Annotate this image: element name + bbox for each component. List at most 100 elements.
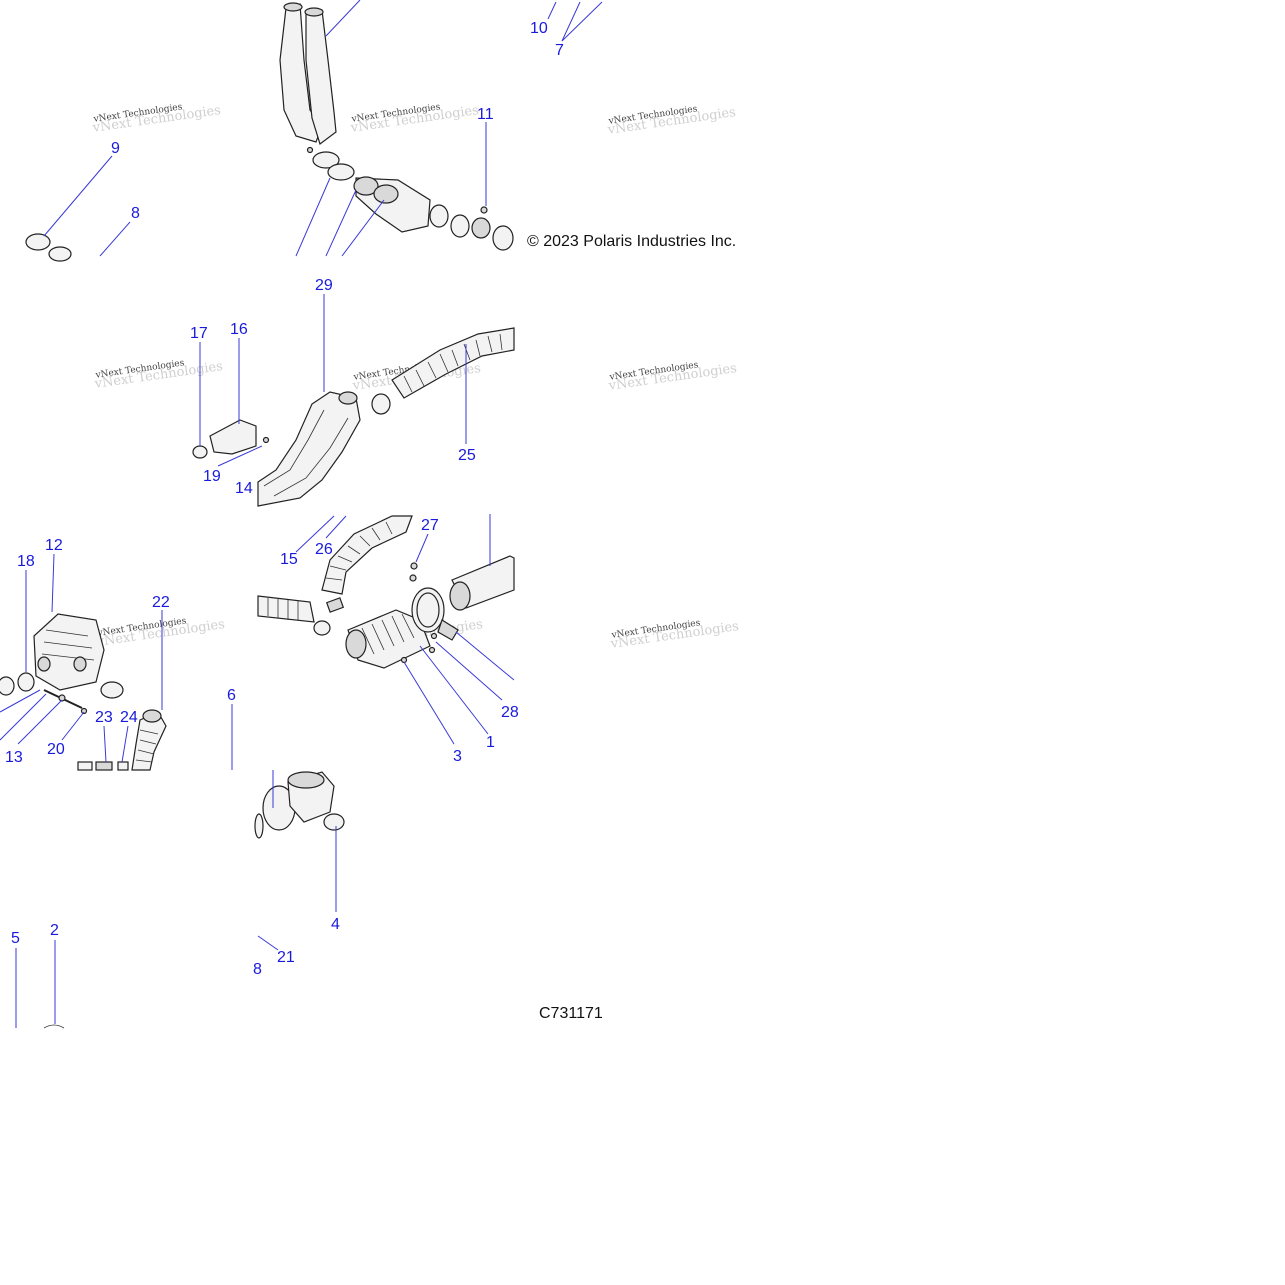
elbow-port xyxy=(492,225,514,251)
hose-opening xyxy=(142,709,162,723)
clamp-ring xyxy=(100,681,124,699)
clamp-ring xyxy=(327,163,355,181)
hose-ribs xyxy=(135,729,159,763)
spacer xyxy=(95,761,113,771)
ribbed-hose-26 xyxy=(257,515,413,636)
callout-7: 7 xyxy=(555,42,564,59)
clamp-pair-top-left xyxy=(25,233,72,262)
fastener-set-23-24 xyxy=(43,689,129,771)
duct-contour xyxy=(273,417,349,497)
callout-19: 19 xyxy=(203,468,221,485)
clamp-set-middle xyxy=(306,146,355,181)
callout-5: 5 xyxy=(11,930,20,947)
duct-opening xyxy=(283,2,303,12)
leader-line xyxy=(103,725,107,763)
canister-end xyxy=(449,581,471,611)
callout-3: 3 xyxy=(453,748,462,765)
callout-11: 11 xyxy=(477,106,494,123)
callout-16: 16 xyxy=(230,321,248,338)
intake-boot-angled xyxy=(353,176,431,233)
outlet-rim xyxy=(287,771,325,789)
callout-18: 18 xyxy=(17,553,35,570)
spacer xyxy=(117,761,129,771)
part-outline xyxy=(43,1024,65,1029)
callout-numbers: 10 7 9 8 11 29 17 16 19 14 25 27 15 26 1… xyxy=(5,20,564,978)
callout-21: 21 xyxy=(277,949,295,966)
leader-line xyxy=(43,155,113,237)
duct-opening xyxy=(304,7,324,17)
leader-line xyxy=(435,641,503,701)
clamp-ring xyxy=(312,151,340,169)
callout-26: 26 xyxy=(315,541,333,558)
callout-9: 9 xyxy=(111,140,120,157)
leader-line xyxy=(17,699,63,745)
hose-body xyxy=(391,327,515,399)
hose-lower xyxy=(257,595,315,623)
intake-duct-vertical xyxy=(279,2,337,145)
leader-line xyxy=(419,645,489,735)
leader-line xyxy=(325,515,347,539)
leader-line xyxy=(295,177,331,257)
air-box-12 xyxy=(0,613,124,699)
leader-line xyxy=(51,553,55,613)
nut xyxy=(80,707,88,715)
callout-12: 12 xyxy=(45,537,63,554)
leader-line xyxy=(325,0,361,37)
air-filter-3 xyxy=(345,609,431,669)
callout-8: 8 xyxy=(131,205,140,222)
filter-housing-28 xyxy=(409,562,459,654)
leader-line xyxy=(561,1,581,42)
duct-body xyxy=(257,391,361,507)
air-box-ribs xyxy=(41,629,95,661)
clamp-ring xyxy=(371,393,391,415)
copyright-notice: © 2023 Polaris Industries Inc. xyxy=(527,233,737,250)
washer xyxy=(58,694,66,702)
coupler xyxy=(325,597,345,613)
leader-line xyxy=(99,221,131,257)
screw xyxy=(409,574,417,582)
duct-body-right xyxy=(305,9,337,145)
callout-29: 29 xyxy=(315,277,333,294)
filter-canister xyxy=(449,555,515,611)
leader-line xyxy=(341,199,385,257)
clamp-ring xyxy=(48,246,72,262)
callout-20: 20 xyxy=(47,741,65,758)
bracket xyxy=(437,619,459,641)
callout-23: 23 xyxy=(95,709,113,726)
boot-port xyxy=(373,184,399,204)
screw xyxy=(400,656,408,664)
hose-ribs xyxy=(403,333,503,393)
leader-line xyxy=(0,689,41,713)
clamp-ring xyxy=(0,676,15,696)
leader-line xyxy=(0,693,47,741)
elbow-port xyxy=(471,217,491,239)
screw xyxy=(430,632,438,640)
ribbed-hose-22 xyxy=(131,709,167,771)
boot-body xyxy=(209,419,257,455)
callout-10: 10 xyxy=(530,20,548,37)
callout-2: 2 xyxy=(50,922,59,939)
filter-pleats xyxy=(361,613,415,655)
part-2-base xyxy=(43,1024,65,1029)
callout-27: 27 xyxy=(421,517,439,534)
leader-line xyxy=(257,935,279,951)
leader-line xyxy=(295,515,335,553)
callout-6: 6 xyxy=(227,687,236,704)
callout-15: 15 xyxy=(280,551,298,568)
screw xyxy=(262,436,270,444)
callout-22: 22 xyxy=(152,594,170,611)
clamp-ring xyxy=(450,214,470,238)
duct-port xyxy=(338,391,358,405)
outlet-assembly-4 xyxy=(254,771,345,839)
clamp-ring xyxy=(313,620,331,636)
air-box-port xyxy=(73,656,87,672)
clamp-ring xyxy=(192,445,208,459)
small-boot-16 xyxy=(192,419,270,459)
callout-25: 25 xyxy=(458,447,476,464)
outlet-cap xyxy=(323,813,345,831)
callout-13: 13 xyxy=(5,749,23,766)
callout-24: 24 xyxy=(120,709,138,726)
hose-body xyxy=(321,515,413,595)
screw xyxy=(428,646,436,654)
duct-contour xyxy=(263,409,325,487)
